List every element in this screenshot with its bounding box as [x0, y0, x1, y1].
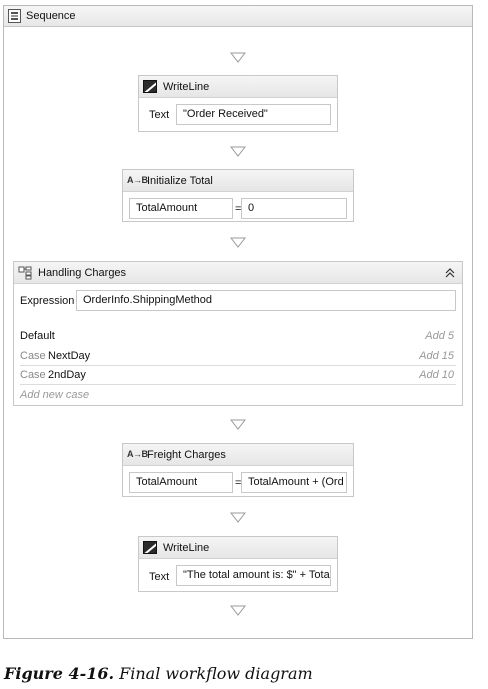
- assign-value-input[interactable]: TotalAmount + (Ord: [241, 472, 347, 493]
- case-value: 2ndDay: [48, 369, 86, 381]
- drop-target-arrow-icon[interactable]: [230, 605, 246, 616]
- drop-target-arrow-icon[interactable]: [230, 512, 246, 523]
- case-action[interactable]: Add 15: [419, 350, 454, 362]
- writeline-icon: [143, 80, 157, 93]
- add-new-case-link[interactable]: Add new case: [20, 389, 90, 401]
- switch-icon: [18, 266, 32, 280]
- text-input[interactable]: "The total amount is: $" + Tota: [176, 565, 331, 586]
- figure-caption: Figure 4-16. Final workflow diagram: [4, 664, 313, 683]
- writeline-header: WriteLine: [139, 537, 337, 559]
- drop-target-arrow-icon[interactable]: [230, 419, 246, 430]
- expression-input[interactable]: OrderInfo.ShippingMethod: [76, 290, 456, 311]
- switch-title: Handling Charges: [38, 267, 127, 279]
- default-case-row[interactable]: Default Add 5: [20, 327, 456, 346]
- default-action[interactable]: Add 5: [425, 330, 454, 342]
- assign-title: Freight Charges: [147, 449, 226, 461]
- assign-icon: A→B: [127, 449, 148, 459]
- assign-title: Initialize Total: [147, 175, 213, 187]
- writeline-icon: [143, 541, 157, 554]
- expression-label: Expression: [20, 295, 75, 307]
- sequence-title: Sequence: [26, 10, 76, 22]
- writeline-header: WriteLine: [139, 76, 337, 98]
- assign-to-input[interactable]: TotalAmount: [129, 198, 233, 219]
- default-label: Default: [20, 330, 55, 342]
- assign-operator: =: [235, 203, 242, 215]
- writeline-title: WriteLine: [163, 81, 210, 93]
- collapse-chevron-icon[interactable]: [444, 267, 456, 279]
- assign-icon: A→B: [127, 175, 148, 185]
- sequence-icon: [8, 9, 21, 23]
- assign-value-input[interactable]: 0: [241, 198, 347, 219]
- assign-header: A→B Initialize Total: [123, 170, 353, 192]
- drop-target-arrow-icon[interactable]: [230, 146, 246, 157]
- figure-number: Figure 4-16.: [4, 664, 115, 683]
- case-keyword: Case: [20, 369, 46, 381]
- switch-activity-handling-charges[interactable]: Handling Charges Expression OrderInfo.Sh…: [13, 261, 463, 406]
- text-input[interactable]: "Order Received": [176, 104, 331, 125]
- text-label: Text: [149, 571, 170, 583]
- figure-caption-text: Final workflow diagram: [119, 664, 313, 683]
- case-row[interactable]: Case NextDay Add 15: [20, 347, 456, 366]
- case-value: NextDay: [48, 350, 91, 362]
- text-label: Text: [149, 109, 170, 121]
- writeline-title: WriteLine: [163, 542, 210, 554]
- assign-activity-freight-charges[interactable]: A→B Freight Charges TotalAmount = TotalA…: [122, 443, 354, 497]
- sequence-header[interactable]: Sequence: [4, 6, 472, 27]
- assign-activity-initialize-total[interactable]: A→B Initialize Total TotalAmount = 0: [122, 169, 354, 222]
- assign-header: A→B Freight Charges: [123, 444, 353, 466]
- drop-target-arrow-icon[interactable]: [230, 52, 246, 63]
- assign-operator: =: [235, 477, 242, 489]
- switch-header: Handling Charges: [14, 262, 462, 284]
- case-keyword: Case: [20, 350, 46, 362]
- add-new-case-row[interactable]: Add new case: [20, 386, 456, 405]
- writeline-activity-2[interactable]: WriteLine Text "The total amount is: $" …: [138, 536, 338, 592]
- writeline-activity-1[interactable]: WriteLine Text "Order Received": [138, 75, 338, 132]
- drop-target-arrow-icon[interactable]: [230, 237, 246, 248]
- workflow-designer: Sequence WriteLine Text "Order Received"…: [3, 5, 473, 639]
- case-action[interactable]: Add 10: [419, 369, 454, 381]
- case-row[interactable]: Case 2ndDay Add 10: [20, 366, 456, 385]
- assign-to-input[interactable]: TotalAmount: [129, 472, 233, 493]
